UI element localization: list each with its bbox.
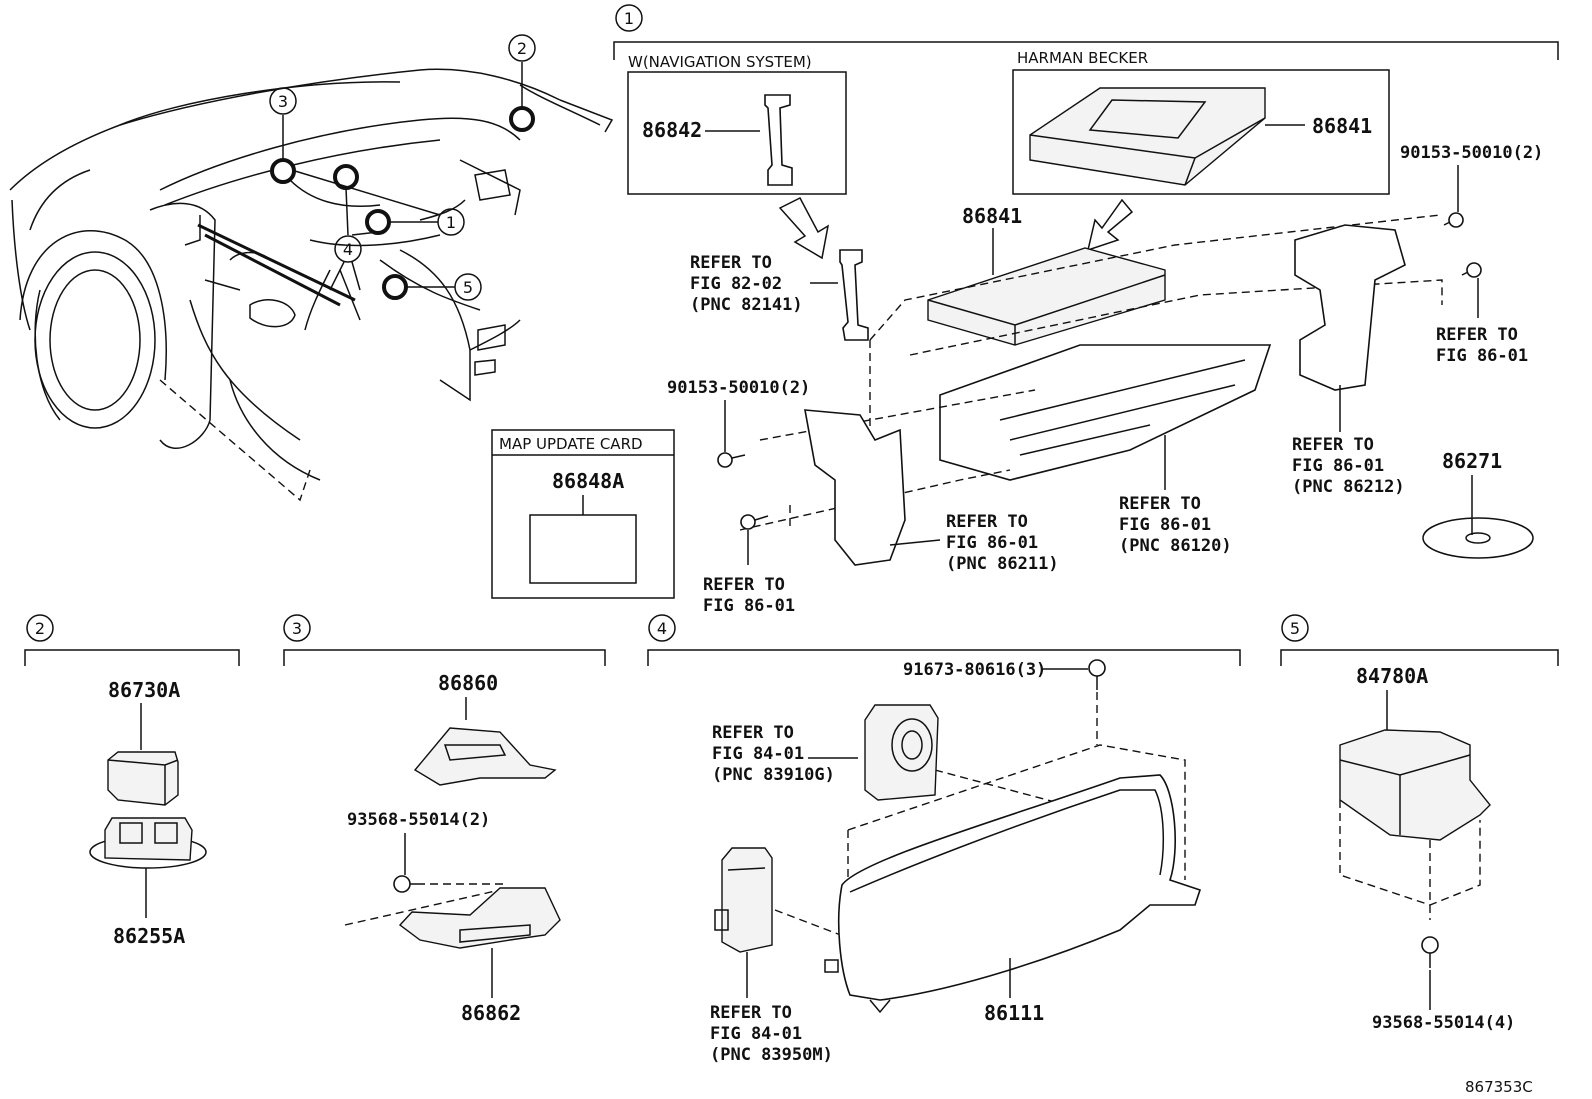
- ref-83950M-line3: (PNC 83950M): [710, 1045, 833, 1065]
- ref-86212-line3: (PNC 86212): [1292, 477, 1405, 497]
- ref-86-01-left-line2: FIG 86-01: [703, 596, 795, 616]
- part-90153-right: 90153-50010(2): [1400, 143, 1543, 163]
- ref-86211-line1: REFER TO: [946, 512, 1028, 532]
- section-2: 2 86730A 86255A: [24, 614, 240, 948]
- screw-90153-left: [717, 452, 746, 468]
- section-1-number: 1: [624, 9, 634, 28]
- callout-5: 5: [463, 278, 473, 297]
- part-93568-s5: 93568-55014(4): [1372, 1013, 1515, 1033]
- part-86860: 86860: [438, 671, 498, 695]
- part-86730A: 86730A: [108, 678, 180, 702]
- arrow-to-amplifier: [1086, 198, 1134, 252]
- ref-83950M-line1: REFER TO: [710, 1003, 792, 1023]
- ref-83950M-line2: FIG 84-01: [710, 1024, 802, 1044]
- module-83950M: [721, 847, 773, 953]
- part-86730A-body: [107, 751, 179, 806]
- screw-93568-s5: [1421, 936, 1439, 968]
- section-3-number: 3: [292, 619, 302, 638]
- switch-84780A: [1339, 729, 1491, 841]
- ref-82-02-line2: FIG 82-02: [690, 274, 782, 294]
- wire-harness-loose: [839, 249, 869, 341]
- ref-86212-line1: REFER TO: [1292, 435, 1374, 455]
- section-1: 1 W(NAVIGATION SYSTEM) 86842 HARMAN BECK…: [491, 4, 1559, 616]
- wire-harness-86842: [764, 94, 793, 186]
- section-4-number: 4: [657, 619, 667, 638]
- part-86848A: 86848A: [552, 469, 624, 493]
- screw-93568-s3: [393, 875, 425, 893]
- screw-right-lower: [1461, 262, 1482, 278]
- ref-86120-line2: FIG 86-01: [1119, 515, 1211, 535]
- map-update-card-box: [491, 429, 675, 599]
- ref-83910G-line1: REFER TO: [712, 723, 794, 743]
- left-bracket: [804, 409, 906, 566]
- callout-4: 4: [343, 240, 353, 259]
- ref-83910G-line3: (PNC 83910G): [712, 765, 835, 785]
- callout-2: 2: [517, 39, 527, 58]
- clock-83910G: [864, 704, 939, 801]
- screw-90153-right: [1443, 212, 1464, 228]
- part-93568-s3: 93568-55014(2): [347, 810, 490, 830]
- figure-id: 867353C: [1465, 1078, 1533, 1096]
- part-91673: 91673-80616(3): [903, 660, 1046, 680]
- section-5: 5 84780A 93568-55014(4): [1280, 614, 1559, 1033]
- arrow-to-harness: [778, 197, 830, 260]
- part-86862-body: [398, 887, 561, 949]
- disc-86271: [1422, 517, 1534, 559]
- part-86841-main: 86841: [962, 204, 1022, 228]
- screw-91673: [1088, 659, 1106, 690]
- ref-82-02-line1: REFER TO: [690, 253, 772, 273]
- part-86841-harman: 86841: [1312, 114, 1372, 138]
- section-5-number: 5: [1290, 619, 1300, 638]
- map-update-card-label: MAP UPDATE CARD: [499, 435, 643, 453]
- navigation-system-box: [627, 71, 847, 195]
- navigation-system-label: W(NAVIGATION SYSTEM): [628, 53, 812, 71]
- part-86255A-body: [104, 817, 193, 861]
- section-3: 3 86860 93568-55014(2) 86862: [283, 614, 606, 1025]
- callout-3: 3: [278, 92, 288, 111]
- right-bracket: [1294, 224, 1406, 391]
- amplifier-86841-harman: [1029, 87, 1266, 186]
- ref-86120-line3: (PNC 86120): [1119, 536, 1232, 556]
- ref-86120-line1: REFER TO: [1119, 494, 1201, 514]
- amplifier-86841: [927, 247, 1166, 346]
- ref-86211-line3: (PNC 86211): [946, 554, 1059, 574]
- ref-86-01-right-line2: FIG 86-01: [1436, 346, 1528, 366]
- section-2-number: 2: [35, 619, 45, 638]
- harman-becker-label: HARMAN BECKER: [1017, 49, 1148, 67]
- car-interior-overview: 2 3 1 4 5: [9, 34, 614, 502]
- part-86862: 86862: [461, 1001, 521, 1025]
- harman-becker-box: [1012, 69, 1390, 195]
- callout-1: 1: [446, 213, 456, 232]
- section-4: 4 91673-80616(3) REFER TO FIG 84-01 (PNC…: [647, 614, 1241, 1065]
- bracket-assembly: [939, 344, 1272, 481]
- ref-86-01-left-line1: REFER TO: [703, 575, 785, 595]
- part-86842-box: 86842: [642, 118, 702, 142]
- part-86255A: 86255A: [113, 924, 185, 948]
- part-90153-left: 90153-50010(2): [667, 378, 810, 398]
- part-86111: 86111: [984, 1001, 1044, 1025]
- ref-86211-line2: FIG 86-01: [946, 533, 1038, 553]
- part-84780A: 84780A: [1356, 664, 1428, 688]
- ref-83910G-line2: FIG 84-01: [712, 744, 804, 764]
- screw-left-lower: [740, 514, 769, 530]
- sd-card-86848A: [529, 514, 637, 584]
- part-86271: 86271: [1442, 449, 1502, 473]
- ref-86212-line2: FIG 86-01: [1292, 456, 1384, 476]
- cluster-86111: [837, 774, 1202, 1001]
- ref-86-01-right-line1: REFER TO: [1436, 325, 1518, 345]
- ref-82-02-line3: (PNC 82141): [690, 295, 803, 315]
